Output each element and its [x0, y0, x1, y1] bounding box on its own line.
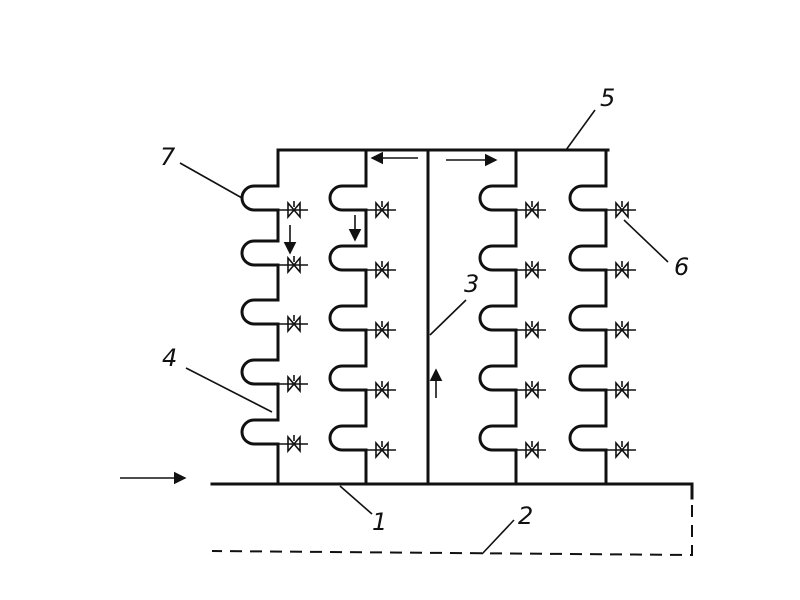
valve-icon: [287, 200, 301, 220]
leader-6: [623, 219, 669, 263]
valve-icon: [287, 314, 301, 334]
valve-icon: [615, 440, 629, 460]
coil-columns: [240, 148, 636, 486]
valve-icon: [525, 320, 539, 340]
valve-icon: [615, 200, 629, 220]
valve-icon: [615, 320, 629, 340]
leader-1: [339, 485, 373, 515]
valve-icon: [287, 374, 301, 394]
valve-icon: [525, 260, 539, 280]
leader-2: [481, 519, 515, 555]
valve-icon: [525, 200, 539, 220]
valve-icon: [287, 255, 301, 275]
coil-column-2: [328, 148, 368, 486]
leader-4: [185, 367, 273, 413]
label-2: 2: [518, 502, 533, 530]
leader-3: [429, 299, 467, 336]
leader-7: [179, 162, 243, 199]
leader-5: [565, 109, 596, 151]
label-4: 4: [162, 344, 177, 372]
valve-icon: [615, 380, 629, 400]
valve-icon: [287, 434, 301, 454]
coil-column-4: [568, 148, 608, 486]
valve-icon: [375, 440, 389, 460]
valve-icon: [525, 380, 539, 400]
coil-column-1: [240, 148, 280, 486]
label-6: 6: [674, 253, 689, 281]
dashed-return-line: [211, 505, 693, 557]
coil-column-3: [478, 148, 518, 486]
valve-icon: [375, 200, 389, 220]
label-7: 7: [160, 143, 176, 171]
label-1: 1: [372, 508, 387, 536]
valve-icon: [615, 260, 629, 280]
valve-icon: [525, 440, 539, 460]
valve-icon: [375, 260, 389, 280]
label-5: 5: [600, 84, 615, 112]
valve-icon: [375, 380, 389, 400]
supply-header-pipe: [210, 482, 694, 500]
valve-icon: [375, 320, 389, 340]
label-3: 3: [464, 270, 479, 298]
